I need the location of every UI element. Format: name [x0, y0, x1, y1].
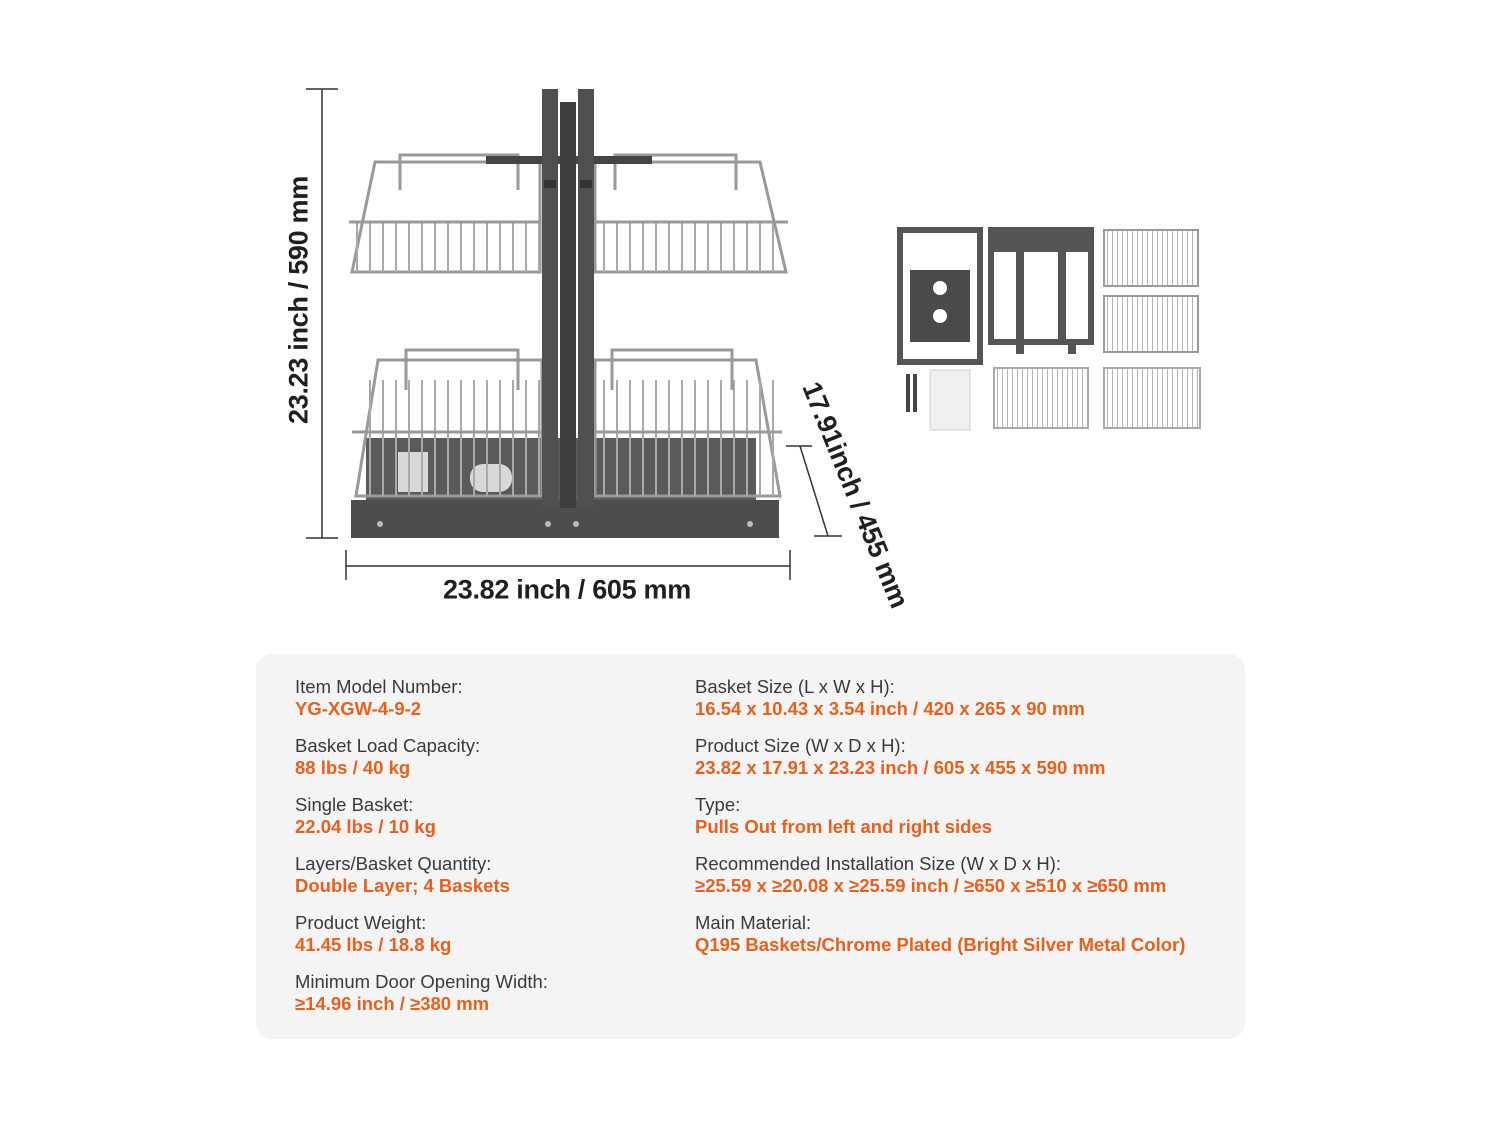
- spec-main-material: Main Material: Q195 Baskets/Chrome Plate…: [695, 912, 1185, 971]
- basket-part-3: [993, 367, 1089, 429]
- spec-type: Type: Pulls Out from left and right side…: [695, 794, 1185, 853]
- top-left-basket: [349, 153, 542, 274]
- spec-product-weight: Product Weight: 41.45 lbs / 18.8 kg: [295, 912, 548, 971]
- spec-label: Main Material:: [695, 912, 812, 933]
- spec-value: ≥14.96 inch / ≥380 mm: [295, 993, 490, 1014]
- spec-label: Basket Size (L x W x H):: [695, 676, 895, 697]
- manual-part: [929, 369, 971, 431]
- spec-label: Product Weight:: [295, 912, 427, 933]
- spec-label: Item Model Number:: [295, 676, 463, 697]
- bottom-left-basket: [352, 348, 544, 498]
- spec-label: Layers/Basket Quantity:: [295, 853, 492, 874]
- height-dimension-line: [306, 88, 338, 539]
- spec-value: Double Layer; 4 Baskets: [295, 875, 510, 896]
- height-dimension-label: 23.23 inch / 590 mm: [283, 176, 314, 424]
- basket-part-4: [1103, 367, 1201, 429]
- parts-inventory: [897, 227, 1201, 431]
- product-diagram: 23.23 inch / 590 mm 23.82 inch / 605 mm …: [283, 88, 1201, 612]
- spec-label: Type:: [695, 794, 741, 815]
- bottom-right-basket: [593, 348, 782, 498]
- specs-right-column: Basket Size (L x W x H): 16.54 x 10.43 x…: [695, 676, 1185, 971]
- width-dimension-line: [345, 550, 791, 580]
- spec-value: YG-XGW-4-9-2: [295, 698, 422, 719]
- specs-left-column: Item Model Number: YG-XGW-4-9-2 Basket L…: [295, 676, 548, 1030]
- center-uprights: [542, 89, 594, 509]
- spec-product-size: Product Size (W x D x H): 23.82 x 17.91 …: [695, 735, 1185, 794]
- spec-load-capacity: Basket Load Capacity: 88 lbs / 40 kg: [295, 735, 548, 794]
- spec-layers-quantity: Layers/Basket Quantity: Double Layer; 4 …: [295, 853, 548, 912]
- spec-value: 16.54 x 10.43 x 3.54 inch / 420 x 265 x …: [695, 698, 1085, 719]
- spec-value: 88 lbs / 40 kg: [295, 757, 411, 778]
- screws-part: [906, 374, 917, 412]
- basket-part-2: [1103, 295, 1199, 353]
- basket-part-1: [1103, 229, 1199, 287]
- specifications-panel: Item Model Number: YG-XGW-4-9-2 Basket L…: [256, 654, 1245, 1039]
- spec-label: Minimum Door Opening Width:: [295, 971, 548, 992]
- spec-label: Basket Load Capacity:: [295, 735, 481, 756]
- spec-value: Q195 Baskets/Chrome Plated (Bright Silve…: [695, 934, 1186, 955]
- spec-label: Product Size (W x D x H):: [695, 735, 906, 756]
- width-dimension-label: 23.82 inch / 605 mm: [443, 574, 691, 605]
- spec-installation-size: Recommended Installation Size (W x D x H…: [695, 853, 1185, 912]
- depth-dimension-line: [786, 445, 842, 537]
- spec-label: Single Basket:: [295, 794, 414, 815]
- spec-model-number: Item Model Number: YG-XGW-4-9-2: [295, 676, 548, 735]
- product-illustration: [306, 88, 1201, 580]
- spec-value: Pulls Out from left and right sides: [695, 816, 993, 837]
- spec-value: 23.82 x 17.91 x 23.23 inch / 605 x 455 x…: [695, 757, 1106, 778]
- center-frame-part: [988, 227, 1094, 354]
- spec-basket-size: Basket Size (L x W x H): 16.54 x 10.43 x…: [695, 676, 1185, 735]
- spec-value: ≥25.59 x ≥20.08 x ≥25.59 inch / ≥650 x ≥…: [695, 875, 1167, 896]
- spec-label: Recommended Installation Size (W x D x H…: [695, 853, 1062, 874]
- spec-door-opening: Minimum Door Opening Width: ≥14.96 inch …: [295, 971, 548, 1030]
- spec-value: 41.45 lbs / 18.8 kg: [295, 934, 452, 955]
- spec-single-basket: Single Basket: 22.04 lbs / 10 kg: [295, 794, 548, 853]
- top-right-basket: [593, 153, 788, 274]
- side-frame-part: [897, 227, 983, 365]
- spec-value: 22.04 lbs / 10 kg: [295, 816, 436, 837]
